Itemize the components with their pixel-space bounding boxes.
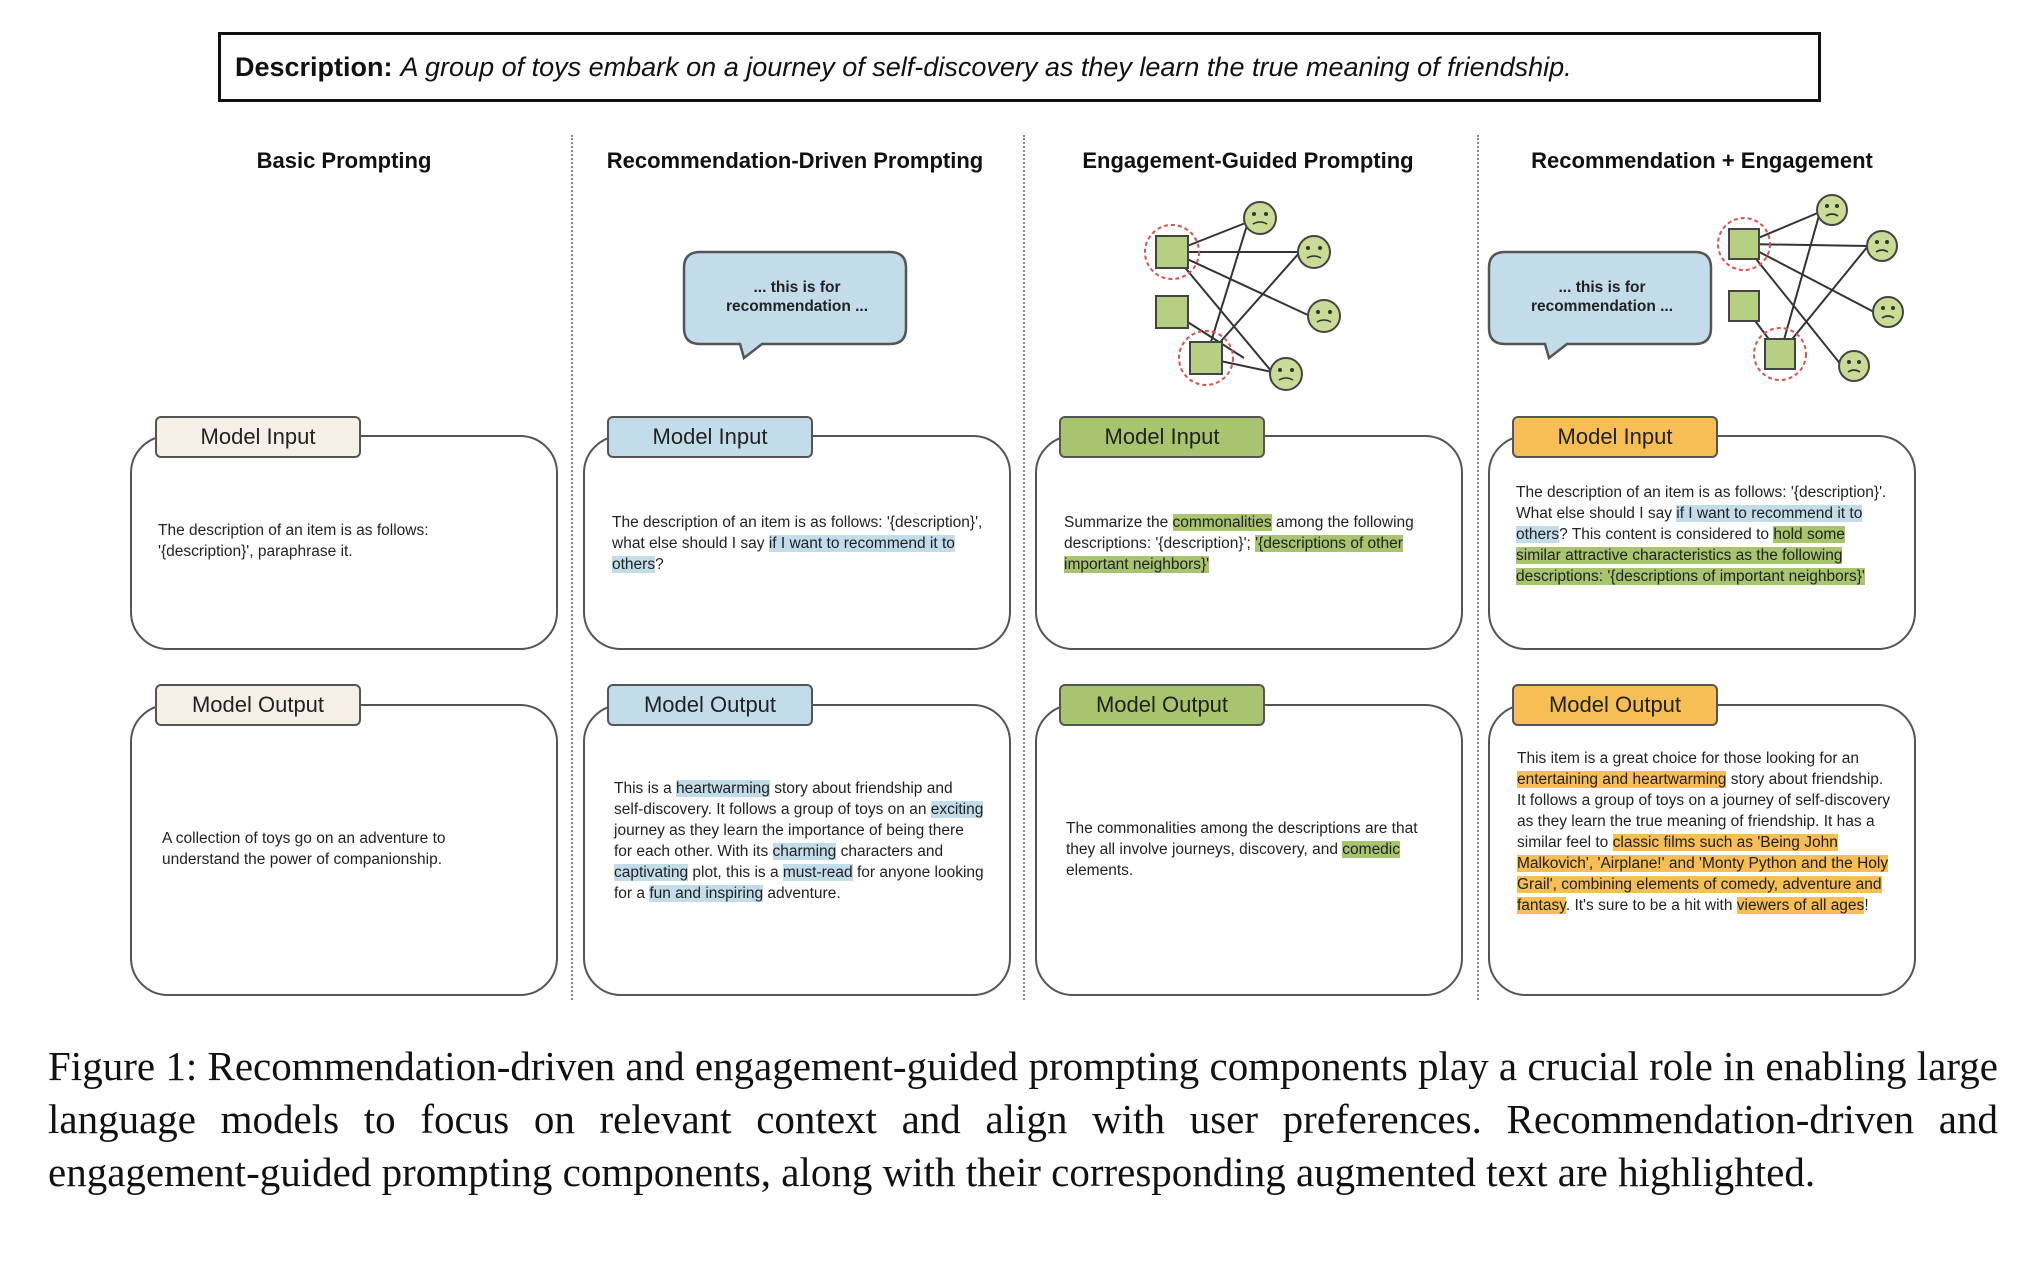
recommendation-speech-bubble xyxy=(1487,250,1713,360)
text-segment: journey as they learn the importance of … xyxy=(614,822,964,860)
text-segment: This is a xyxy=(614,780,677,797)
description-label: Description: xyxy=(235,51,393,82)
text-segment: A collection of toys go on an adventure … xyxy=(162,830,446,868)
item-node xyxy=(1728,228,1760,260)
important-neighbor-ring xyxy=(1753,327,1807,381)
engagement-graph-icon xyxy=(1717,194,1904,382)
column-title-engagement: Engagement-Guided Prompting xyxy=(1082,148,1414,173)
description-text: A group of toys embark on a journey of s… xyxy=(400,51,1572,82)
important-neighbor-ring xyxy=(1717,217,1771,271)
highlighted-text-blue: heartwarming xyxy=(676,780,770,797)
text-segment: The commonalities among the descriptions… xyxy=(1066,820,1418,858)
figure-caption: Figure 1: Recommendation-driven and enga… xyxy=(48,1043,1998,1195)
user-face-icon xyxy=(1307,299,1341,333)
user-face-icon xyxy=(1243,201,1277,235)
model-output-label: Model Output xyxy=(155,684,361,726)
highlighted-text-green: commonalities xyxy=(1172,514,1272,531)
column-title-basic: Basic Prompting xyxy=(256,148,432,173)
user-face-icon xyxy=(1816,194,1848,226)
model-output-label: Model Output xyxy=(1059,684,1265,726)
text-segment: Summarize the xyxy=(1064,514,1173,531)
user-face-icon xyxy=(1838,350,1870,382)
text-segment: The description of an item is as follows… xyxy=(158,522,429,560)
text-segment: characters and xyxy=(836,843,944,860)
engagement-graph-icon xyxy=(1144,201,1341,391)
speech-bubble-shape xyxy=(682,250,908,360)
text-segment: The description of an item is as follows… xyxy=(612,514,983,552)
highlighted-text-orange: entertaining and heartwarming xyxy=(1517,771,1727,788)
column-title-combined: Recommendation + Engagement xyxy=(1531,148,1873,173)
model-output-label: Model Output xyxy=(607,684,813,726)
model-input-text: Summarize the commonalities among the fo… xyxy=(1064,512,1436,575)
text-segment: story about friendship. It follows a gro… xyxy=(1517,771,1891,851)
highlighted-text-blue: fun and inspiring xyxy=(649,885,764,902)
item-node xyxy=(1155,235,1189,269)
speech-bubble-text: ... this is for recommendation ... xyxy=(1530,279,1674,315)
text-segment: among the following descriptions: '{desc… xyxy=(1064,514,1414,552)
model-input-text: The description of an item is as follows… xyxy=(1516,482,1892,587)
model-input-box xyxy=(130,435,558,650)
text-segment: ? This content is considered to xyxy=(1559,526,1774,543)
text-segment: This item is a great choice for those lo… xyxy=(1517,750,1860,767)
item-node xyxy=(1728,290,1760,322)
graph-edges xyxy=(1743,211,1875,367)
column-divider xyxy=(571,135,573,1000)
column-divider xyxy=(1477,135,1479,1000)
model-input-label: Model Input xyxy=(155,416,361,458)
highlighted-text-orange: viewers of all ages xyxy=(1736,897,1865,914)
recommendation-speech-bubble xyxy=(682,250,908,360)
user-face-icon xyxy=(1872,296,1904,328)
model-input-label: Model Input xyxy=(1512,416,1718,458)
model-input-text: The description of an item is as follows… xyxy=(612,512,988,575)
text-segment: story about friendship and self-discover… xyxy=(614,780,953,818)
item-node xyxy=(1764,338,1796,370)
highlighted-text-green: comedic xyxy=(1342,841,1400,858)
user-face-icon xyxy=(1866,230,1898,262)
text-segment: adventure. xyxy=(763,885,841,902)
text-segment: plot, this is a xyxy=(688,864,783,881)
text-segment: The description of an item is as follows… xyxy=(1516,484,1887,522)
model-output-text: The commonalities among the descriptions… xyxy=(1066,818,1442,881)
user-face-icon xyxy=(1297,235,1331,269)
model-input-label: Model Input xyxy=(607,416,813,458)
speech-bubble-text: ... this is for recommendation ... xyxy=(725,279,869,315)
important-neighbor-ring xyxy=(1178,330,1234,386)
highlighted-text-blue: exciting xyxy=(930,801,984,818)
model-input-text: The description of an item is as follows… xyxy=(158,520,478,562)
column-title-recommendation: Recommendation-Driven Prompting xyxy=(606,148,984,173)
text-segment: elements. xyxy=(1066,862,1134,879)
text-segment: ! xyxy=(1864,897,1869,914)
important-neighbor-ring xyxy=(1144,224,1200,280)
model-output-label: Model Output xyxy=(1512,684,1718,726)
model-output-text: A collection of toys go on an adventure … xyxy=(162,828,492,870)
highlighted-text-blue: captivating xyxy=(614,864,689,881)
item-node xyxy=(1155,295,1189,329)
speech-bubble-shape xyxy=(1487,250,1713,360)
highlighted-text-blue: must-read xyxy=(782,864,853,881)
user-face-icon xyxy=(1269,357,1303,391)
model-output-box xyxy=(130,704,558,996)
text-segment: for anyone looking for a xyxy=(614,864,984,902)
text-segment: . It's sure to be a hit with xyxy=(1565,897,1737,914)
description-box: Description: A group of toys embark on a… xyxy=(218,32,1821,102)
text-segment: ? xyxy=(655,556,664,573)
column-divider xyxy=(1023,135,1025,1000)
highlighted-text-blue: charming xyxy=(772,843,837,860)
model-input-label: Model Input xyxy=(1059,416,1265,458)
model-output-text: This item is a great choice for those lo… xyxy=(1517,748,1891,916)
item-node xyxy=(1189,341,1223,375)
model-output-text: This is a heartwarming story about frien… xyxy=(614,778,984,904)
model-output-box xyxy=(1035,704,1463,996)
